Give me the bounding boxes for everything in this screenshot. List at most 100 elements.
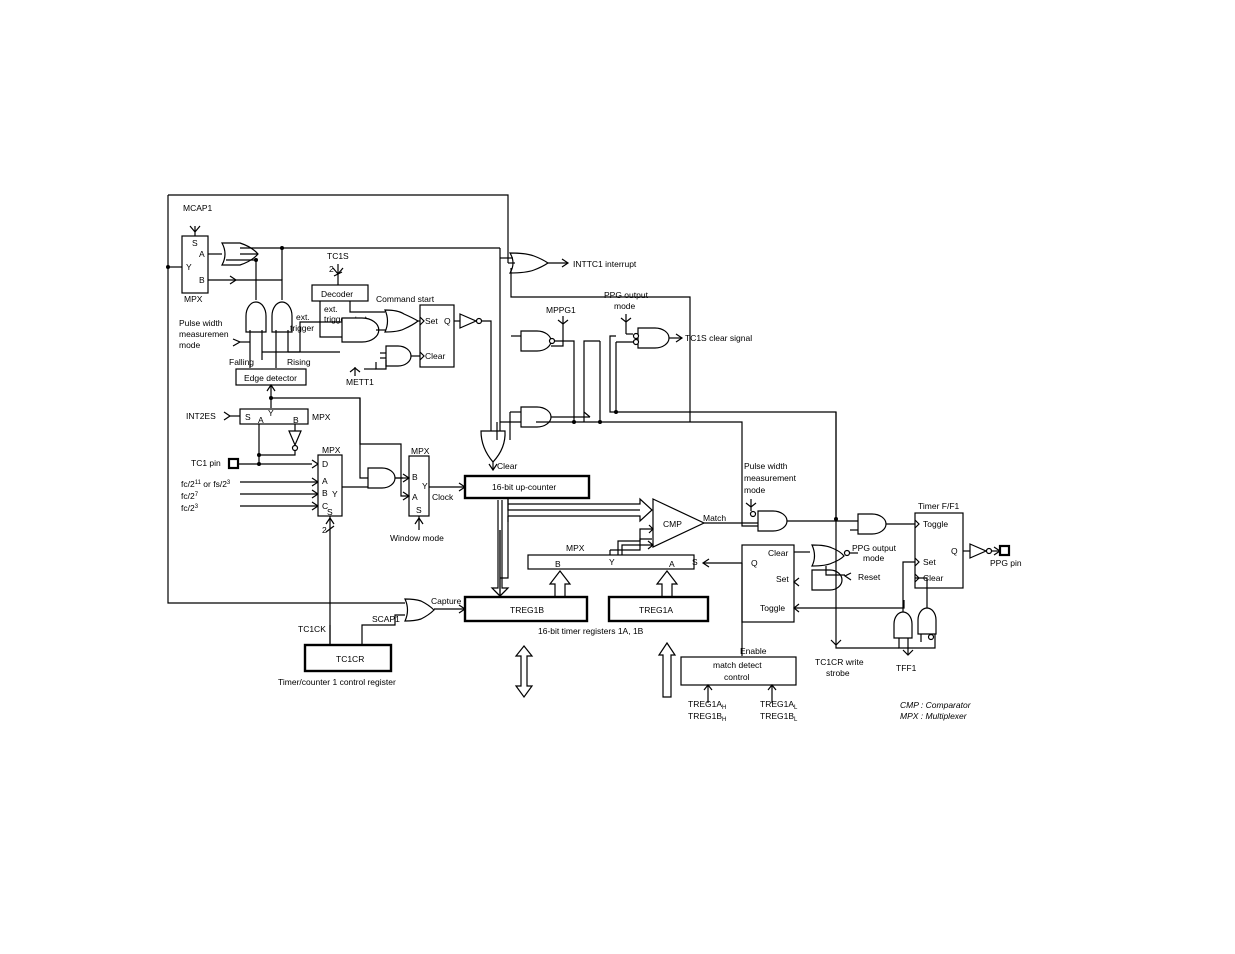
svg-text:Clear: Clear: [923, 573, 943, 583]
svg-text:S: S: [245, 412, 251, 422]
svg-text:S: S: [192, 238, 198, 248]
mpx-capture-select: [181, 235, 209, 294]
or-gate-ppg-clear: [811, 544, 845, 567]
svg-text:Capture: Capture: [431, 596, 462, 606]
inverter-ppg: [969, 543, 988, 559]
svg-text:Y: Y: [422, 481, 428, 491]
label-edge-detector: Edge detector: [244, 373, 297, 383]
label-up-counter: 16-bit up-counter: [492, 482, 556, 492]
svg-text:mode: mode: [744, 485, 766, 495]
and-gate-clock: [367, 467, 396, 489]
timer-ff1: [914, 512, 964, 589]
label-match: Match: [703, 513, 726, 523]
and-gate-clear: [385, 345, 412, 367]
label-tc1-pin: TC1 pin: [191, 458, 221, 468]
and-gate-tc1s-clear: [637, 327, 670, 349]
and-gate-ext-trigger: [341, 317, 380, 343]
svg-text:Set: Set: [776, 574, 789, 584]
and-gate-tff1-set: [893, 611, 913, 639]
svg-text:match detect: match detect: [713, 660, 762, 670]
and-gate-falling: [245, 301, 267, 333]
svg-text:MPPG1: MPPG1: [546, 305, 576, 315]
legend-mpx: MPX : Multiplexer: [900, 711, 968, 721]
svg-text:C: C: [322, 501, 328, 511]
match-ff: [741, 544, 795, 623]
svg-text:measurement: measurement: [744, 473, 797, 483]
svg-text:mode: mode: [179, 340, 201, 350]
svg-text:2: 2: [322, 525, 327, 535]
svg-text:TREG1AH: TREG1AH: [688, 699, 726, 711]
and-gate-ppg-set: [811, 569, 843, 591]
svg-text:A: A: [412, 492, 418, 502]
svg-text:2: 2: [329, 264, 334, 274]
svg-text:B: B: [293, 415, 299, 425]
svg-text:Command start: Command start: [376, 294, 435, 304]
svg-text:control: control: [724, 672, 750, 682]
left-feedback-wire: [167, 195, 405, 604]
inverter-int2es: [288, 430, 302, 447]
svg-text:MPX: MPX: [322, 445, 341, 455]
decoder-block: [311, 284, 369, 302]
and-gate-mppg: [520, 330, 552, 352]
svg-text:fc/23: fc/23: [181, 503, 199, 513]
label-tc1cr: TC1CR: [336, 654, 364, 664]
svg-text:Clear: Clear: [425, 351, 445, 361]
svg-text:Toggle: Toggle: [923, 519, 948, 529]
svg-text:A: A: [258, 415, 264, 425]
svg-text:Clock: Clock: [432, 492, 454, 502]
label-ppg-pin: PPG pin: [990, 558, 1022, 568]
svg-text:Set: Set: [425, 316, 438, 326]
svg-text:MPX: MPX: [184, 294, 203, 304]
svg-text:PPG output: PPG output: [852, 543, 897, 553]
label-window-mode: Window mode: [390, 533, 444, 543]
svg-text:TC1S: TC1S: [327, 251, 349, 261]
and-gate-rising: [271, 301, 293, 333]
svg-text:TC1CK: TC1CK: [298, 624, 326, 634]
svg-text:fc/27: fc/27: [181, 491, 199, 501]
legend-cmp: CMP : Comparator: [900, 700, 972, 710]
svg-text:trigger: trigger: [290, 323, 314, 333]
svg-text:TREG1AL: TREG1AL: [760, 699, 798, 711]
label-treg1b: TREG1B: [510, 605, 544, 615]
svg-text:measuremen: measuremen: [179, 329, 229, 339]
svg-text:S: S: [327, 507, 333, 517]
comparator-cmp: [652, 498, 706, 548]
svg-text:METT1: METT1: [346, 377, 374, 387]
label-inttc1: INTTC1 interrupt: [573, 259, 637, 269]
svg-text:mode: mode: [863, 553, 885, 563]
svg-text:strobe: strobe: [826, 668, 850, 678]
svg-text:B: B: [199, 275, 205, 285]
ppg-pin: [998, 544, 1011, 557]
and-gate-tff1-clear: [917, 607, 937, 635]
svg-text:ext.: ext.: [296, 312, 310, 322]
svg-text:Falling: Falling: [229, 357, 254, 367]
svg-text:A: A: [199, 249, 205, 259]
svg-text:S: S: [416, 505, 422, 515]
and-gate-toggle: [857, 513, 887, 535]
svg-text:Y: Y: [268, 408, 274, 418]
svg-text:Enable: Enable: [740, 646, 767, 656]
svg-text:Y: Y: [609, 557, 615, 567]
mpx-int2es: [239, 408, 309, 425]
mpx-clock-select: [317, 454, 343, 517]
svg-text:Pulse width: Pulse width: [179, 318, 223, 328]
label-timer-ff1: Timer F/F1: [918, 501, 960, 511]
svg-text:B: B: [322, 488, 328, 498]
register-treg1a: [607, 595, 710, 623]
svg-text:TREG1BH: TREG1BH: [688, 711, 726, 723]
register-treg1b: [463, 595, 589, 623]
label-tc1s-clear: TC1S clear signal: [685, 333, 752, 343]
tc1-pin: [227, 457, 240, 470]
or-gate-capture: [404, 598, 435, 622]
and-gate-lower: [520, 406, 552, 428]
command-start-ff: [419, 304, 455, 368]
svg-text:mode: mode: [614, 301, 636, 311]
label-decoder: Decoder: [321, 289, 353, 299]
svg-text:TC1CR write: TC1CR write: [815, 657, 864, 667]
svg-text:A: A: [669, 559, 675, 569]
mpx-register-select: [527, 554, 695, 570]
top-feedback-wire: [168, 194, 509, 263]
inverter-command: [459, 313, 478, 329]
svg-text:Toggle: Toggle: [760, 603, 785, 613]
